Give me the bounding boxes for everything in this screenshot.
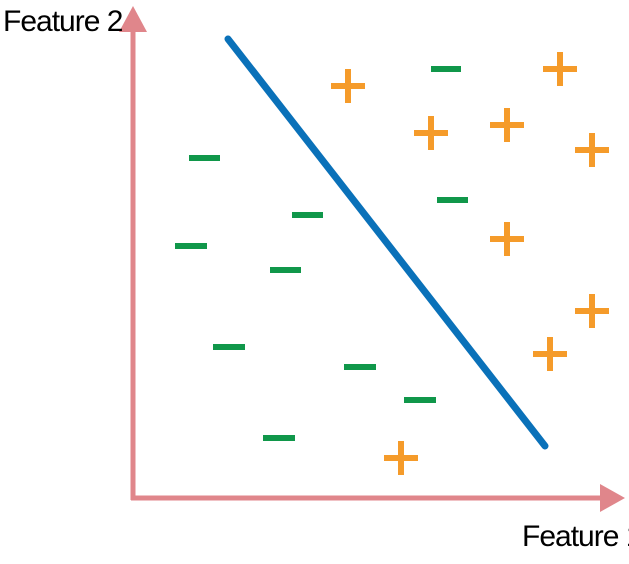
- positive-marker: [575, 294, 609, 328]
- positive-marker: [543, 52, 577, 86]
- y-axis-arrowhead: [119, 6, 147, 32]
- x-axis-label: Feature 1: [522, 520, 629, 553]
- y-axis-label: Feature 2: [3, 5, 123, 38]
- decision-boundary-line: [224, 35, 549, 450]
- positive-marker: [533, 337, 567, 371]
- positive-marker: [384, 441, 418, 475]
- positive-marker: [490, 222, 524, 256]
- positive-class-markers: [331, 52, 609, 475]
- x-axis: [131, 484, 625, 512]
- negative-class-markers: [175, 66, 468, 441]
- positive-marker: [331, 69, 365, 103]
- y-axis: [119, 6, 147, 500]
- x-axis-arrowhead: [600, 484, 625, 512]
- positive-marker: [490, 108, 524, 142]
- positive-marker: [575, 133, 609, 167]
- positive-marker: [414, 116, 448, 150]
